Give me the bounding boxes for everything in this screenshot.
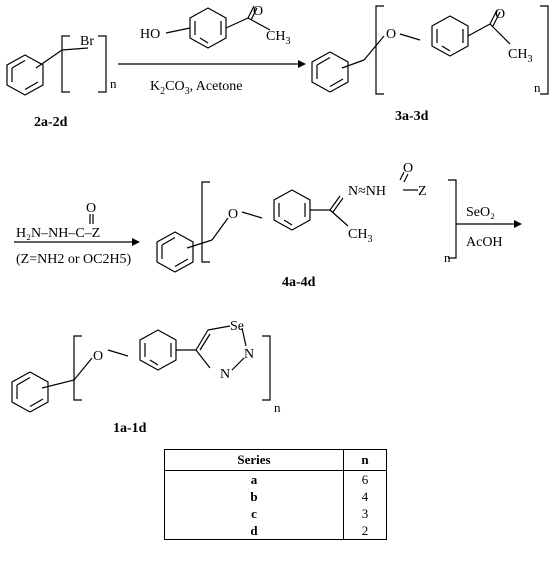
n-cell: 3 <box>342 505 388 522</box>
compound-1-structure <box>11 325 271 413</box>
n-column-header: n <box>342 449 388 471</box>
compound-4-structure <box>156 171 457 273</box>
thiadiazole-n-2: N <box>220 367 230 382</box>
step1-conditions: K2CO3, Acetone <box>150 79 242 97</box>
n-cell: 2 <box>342 522 388 540</box>
compound-3-repeat-n: n <box>534 80 541 95</box>
compound-4-carbonyl-oxygen: O <box>403 161 413 176</box>
compound-1-repeat-n: n <box>274 400 281 415</box>
compound-3-methyl: CH3 <box>508 47 532 65</box>
hydroxy-label: HO <box>140 27 160 42</box>
series-cell: c <box>164 505 344 522</box>
thiadiazole-n-1: N <box>244 347 254 362</box>
step3-reagent-seo2: SeO₂ <box>466 205 495 220</box>
series-cell: d <box>164 522 344 540</box>
step2-reagent-formula: H₂N–NH–C–Z <box>16 226 100 241</box>
series-cell: a <box>164 470 344 488</box>
reagent-methyl: CH3 <box>266 29 290 47</box>
series-table: Series n a 6 b 4 c 3 d 2 <box>164 449 388 540</box>
compound-1-ether-oxygen: O <box>93 349 103 364</box>
table-row: b 4 <box>164 488 388 505</box>
n-cell: 6 <box>342 470 388 488</box>
compound-2-structure <box>6 35 107 96</box>
step3-reagent-acoh: AcOH <box>466 235 503 250</box>
table-row: d 2 <box>164 522 388 540</box>
compound-2-label: 2a-2d <box>34 115 68 130</box>
step2-reagent-oxygen: O <box>86 201 96 216</box>
selenium-label: Se <box>230 319 244 334</box>
compound-4-label: 4a-4d <box>282 275 316 290</box>
compound-2-repeat-n: n <box>110 76 117 91</box>
reagent-hydroxyacetophenone <box>165 5 271 49</box>
compound-4-repeat-n: n <box>444 250 451 265</box>
compound-4-methyl: CH3 <box>348 227 372 245</box>
bromine-label: Br <box>80 34 94 49</box>
compound-4-z-group: Z <box>418 184 427 199</box>
series-cell: b <box>164 488 344 505</box>
table-row: c 3 <box>164 505 388 522</box>
compound-3-ether-oxygen: O <box>386 27 396 42</box>
reagent-ketone-oxygen: O <box>253 4 263 19</box>
compound-3-structure <box>311 5 549 95</box>
step2-z-definition: (Z=NH2 or OC2H5) <box>16 252 132 267</box>
compound-4-hydrazone: N≈NH <box>348 184 386 199</box>
compound-1-label: 1a-1d <box>113 421 147 436</box>
compound-3-ketone-oxygen: O <box>495 7 505 22</box>
table-row: a 6 <box>164 470 388 488</box>
series-column-header: Series <box>164 449 344 471</box>
compound-4-ether-oxygen: O <box>228 207 238 222</box>
compound-3-label: 3a-3d <box>395 109 429 124</box>
n-cell: 4 <box>342 488 388 505</box>
